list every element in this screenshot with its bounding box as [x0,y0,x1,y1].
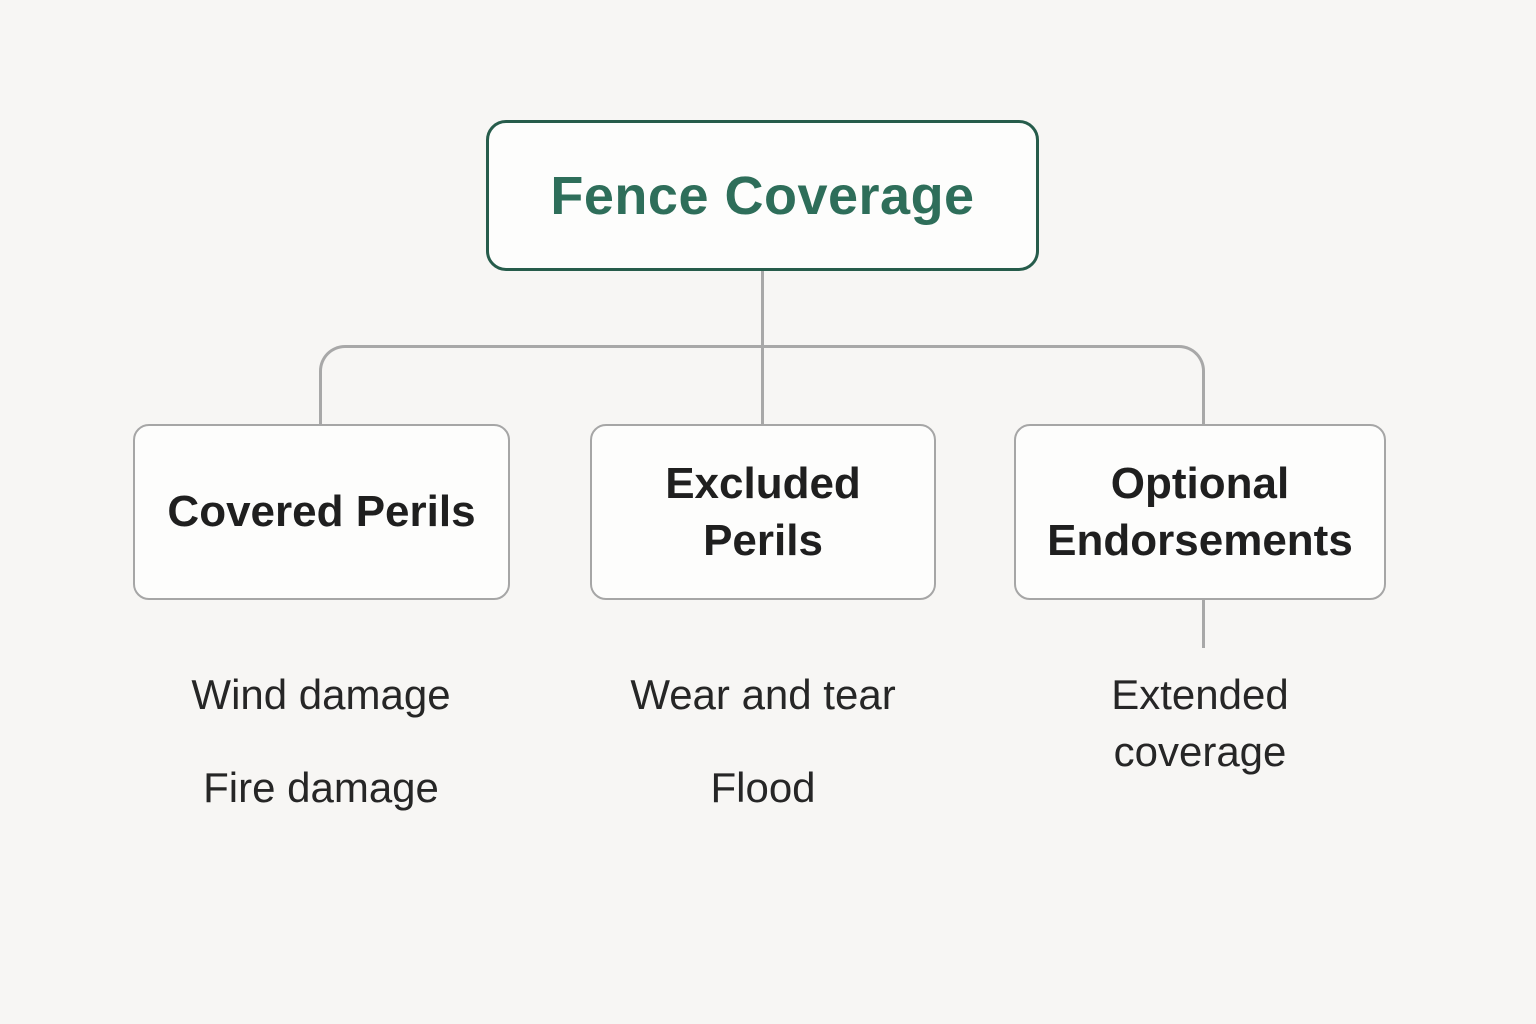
branch-node-excluded-perils: Excluded Perils [590,424,936,600]
branch-node-optional-endorsements: Optional Endorsements [1014,424,1386,600]
leaf-item: Extended coverage [1111,671,1289,775]
leaf-item: Wear and tear [630,671,896,718]
leaf-list-excluded-perils: Wear and tear Flood [563,667,963,816]
leaf-item: Flood [710,763,816,811]
leaf-list-covered-perils: Wind damage Fire damage [121,667,521,816]
branch-node-label: Excluded Perils [665,458,861,565]
leaf-item: Fire damage [203,763,439,811]
leaf-list-optional-endorsements: Extended coverage [1000,667,1400,780]
branch-node-covered-perils: Covered Perils [133,424,510,600]
branch-node-label: Optional Endorsements [1047,458,1353,565]
branch-node-label: Covered Perils [167,487,476,537]
connector-branch-rail [319,345,1205,424]
leaf-item: Wind damage [191,671,451,718]
root-node-fence-coverage: Fence Coverage [486,120,1039,271]
root-node-label: Fence Coverage [550,165,975,226]
connector-endorsements-stem [1202,600,1205,648]
